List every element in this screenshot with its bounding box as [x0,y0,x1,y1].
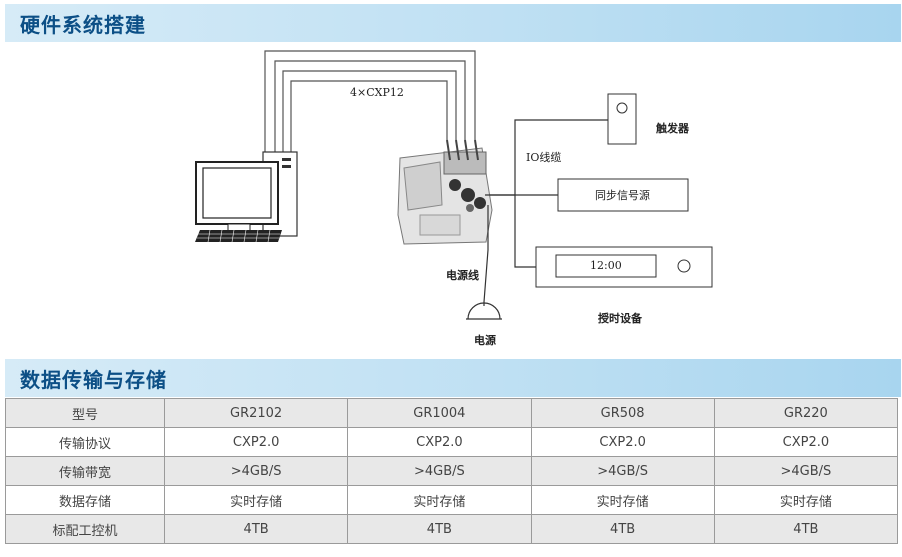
table-row: 标配工控机 4TB 4TB 4TB 4TB [5,514,899,544]
table-cell: 传输协议 [5,427,165,457]
keyboard-icon [195,229,282,243]
timing-device-label: 授时设备 [598,312,642,325]
trigger-icon [607,93,637,145]
table-row: 传输带宽 >4GB/S >4GB/S >4GB/S >4GB/S [5,456,899,486]
table-cell: 实时存储 [347,485,532,515]
table-cell: 4TB [163,514,349,544]
table-cell: 4TB [347,514,532,544]
monitor-icon [195,161,279,233]
power-label: 电源 [474,334,496,347]
diagram-svg [195,50,713,320]
table-cell: >4GB/S [530,456,715,486]
hardware-diagram: 4×CXP12 IO线缆 触发器 同步信号源 12:00 电源线 授时设备 电源 [0,40,902,360]
table-header-cell: GR1004 [347,398,532,428]
table-header-cell: GR2102 [163,398,349,428]
table-cell: 实时存储 [713,485,899,515]
trigger-label: 触发器 [656,122,689,135]
table-cell: CXP2.0 [163,427,349,457]
table-row: 数据存储 实时存储 实时存储 实时存储 实时存储 [5,485,899,515]
table-header-cell: GR220 [713,398,899,428]
power-cable-label: 电源线 [446,269,479,282]
table-cell: >4GB/S [163,456,349,486]
table-cell: >4GB/S [347,456,532,486]
table-cell: 实时存储 [163,485,349,515]
table-cell: >4GB/S [713,456,899,486]
table-header-cell: GR508 [530,398,715,428]
clock-display: 12:00 [590,259,622,272]
table-header-cell: 型号 [5,398,165,428]
table-cell: CXP2.0 [347,427,532,457]
cable-label: 4×CXP12 [350,86,404,99]
table-cell: 标配工控机 [5,514,165,544]
sync-source-box [557,178,689,212]
section-header-hardware: 硬件系统搭建 [5,4,901,42]
table-row: 传输协议 CXP2.0 CXP2.0 CXP2.0 CXP2.0 [5,427,899,457]
section-title: 硬件系统搭建 [20,12,146,37]
table-cell: 实时存储 [530,485,715,515]
table-cell: CXP2.0 [713,427,899,457]
section-title: 数据传输与存储 [20,367,167,392]
power-source-icon [466,302,502,320]
recorder-device-icon [397,139,493,245]
table-cell: 4TB [713,514,899,544]
table-cell: CXP2.0 [530,427,715,457]
table-cell: 传输带宽 [5,456,165,486]
table-header-row: 型号 GR2102 GR1004 GR508 GR220 [5,398,899,428]
spec-table: 型号 GR2102 GR1004 GR508 GR220 传输协议 CXP2.0… [5,398,899,544]
table-cell: 4TB [530,514,715,544]
sync-source-label: 同步信号源 [595,189,650,202]
table-cell: 数据存储 [5,485,165,515]
section-header-data: 数据传输与存储 [5,359,901,397]
io-cable-label: IO线缆 [526,151,562,164]
